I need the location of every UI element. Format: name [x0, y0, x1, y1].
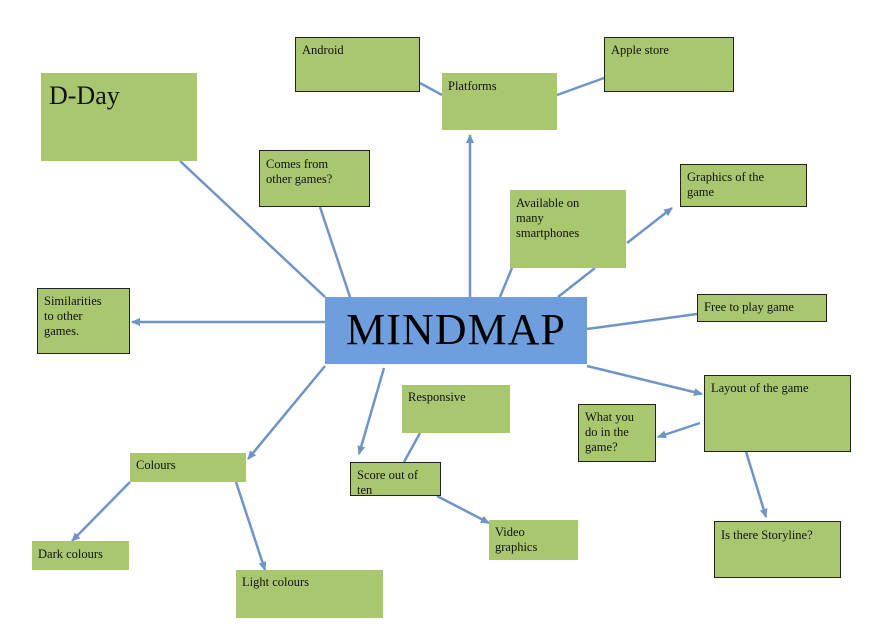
arrow-colours: [247, 365, 326, 460]
arrow-video: [436, 494, 490, 525]
line-android: [419, 81, 443, 97]
node-dark-colours: Dark colours: [32, 541, 129, 570]
arrow-dark-colours: [71, 481, 131, 542]
line-free-to-play: [586, 312, 698, 331]
node-what-you-do: What you do in the game?: [578, 404, 656, 462]
arrow-what-you-do: [657, 421, 701, 439]
node-apple-store: Apple store: [604, 37, 734, 92]
node-score: Score out of ten: [350, 462, 441, 497]
node-layout: Layout of the game: [704, 375, 851, 452]
line-available-a: [498, 267, 514, 298]
arrow-graphics: [626, 207, 673, 244]
node-video-graphics: Video graphics: [489, 520, 578, 560]
line-apple-store: [556, 76, 605, 97]
arrow-light-colours: [234, 481, 267, 571]
node-similarities: Similarities to other games.: [37, 288, 130, 354]
line-comes-from: [318, 206, 352, 298]
node-colours: Colours: [130, 453, 246, 482]
node-free-to-play: Free to play game: [697, 294, 827, 322]
line-dday: [179, 160, 326, 298]
node-storyline: Is there Storyline?: [714, 521, 841, 578]
node-dday: D-Day: [41, 73, 197, 161]
node-android: Android: [295, 37, 420, 92]
central-node: MINDMAP: [325, 297, 587, 364]
line-responsive: [402, 432, 422, 463]
node-available: Available on many smartphones: [510, 190, 626, 268]
node-platforms: Platforms: [442, 73, 557, 130]
node-responsive: Responsive: [402, 385, 510, 433]
node-light-colours: Light colours: [236, 570, 383, 618]
line-available-b: [557, 267, 596, 298]
arrow-storyline: [742, 444, 768, 518]
arrow-layout: [586, 364, 703, 396]
node-comes-from: Comes from other games?: [259, 150, 370, 207]
node-graphics: Graphics of the game: [680, 164, 807, 207]
arrow-score: [357, 367, 386, 455]
